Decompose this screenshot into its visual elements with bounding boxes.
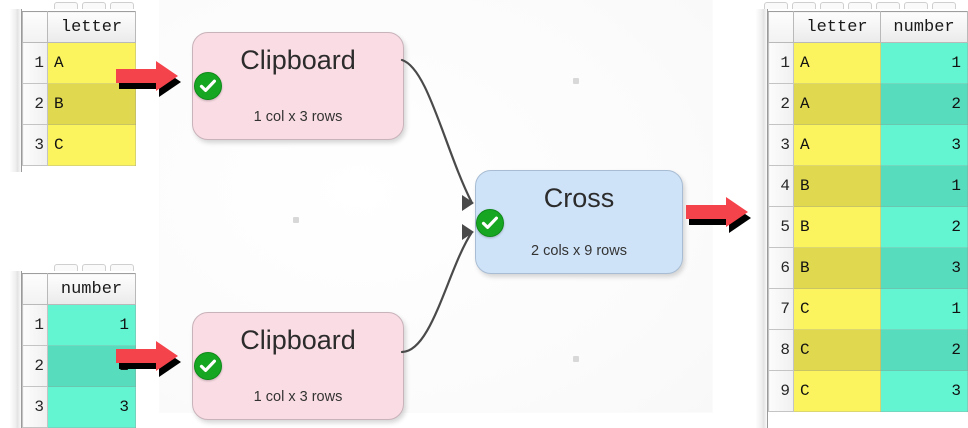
table-row[interactable]: 6 B 3 bbox=[768, 247, 968, 289]
column-header-letter[interactable]: letter bbox=[47, 11, 136, 43]
column-header-number[interactable]: number bbox=[47, 273, 136, 305]
arrow-to-clipboard-bottom bbox=[116, 338, 194, 390]
row-number: 3 bbox=[22, 124, 48, 166]
grid-dot bbox=[573, 78, 579, 84]
scroll-gutter[interactable] bbox=[756, 9, 768, 428]
cell-letter[interactable]: A bbox=[793, 42, 881, 84]
table-row[interactable]: 2 B bbox=[22, 83, 136, 125]
cell-number[interactable]: 1 bbox=[47, 304, 136, 346]
green-check-icon bbox=[194, 352, 222, 380]
table-header-row: number bbox=[22, 273, 136, 305]
number-input-table-panel[interactable]: number 1 1 2 2 3 3 bbox=[0, 262, 136, 428]
grid-dot bbox=[293, 217, 299, 223]
cell-letter[interactable]: C bbox=[793, 370, 881, 412]
row-number: 8 bbox=[768, 329, 794, 371]
cell-number[interactable]: 2 bbox=[880, 83, 968, 125]
cell-letter[interactable]: B bbox=[793, 206, 881, 248]
column-header-letter[interactable]: letter bbox=[793, 11, 881, 43]
table-row[interactable]: 5 B 2 bbox=[768, 206, 968, 248]
table-header-row: letter number bbox=[768, 11, 968, 43]
toolbar-strip-clipped bbox=[752, 0, 968, 9]
cell-number[interactable]: 3 bbox=[47, 386, 136, 428]
row-number: 2 bbox=[22, 83, 48, 125]
input-port-arrow-1[interactable] bbox=[462, 195, 474, 211]
cell-letter[interactable]: A bbox=[793, 124, 881, 166]
arrow-to-clipboard-top bbox=[116, 58, 194, 110]
cell-letter[interactable]: B bbox=[793, 247, 881, 289]
corner-header bbox=[768, 11, 794, 43]
cell-letter[interactable]: C bbox=[793, 288, 881, 330]
table-row[interactable]: 3 3 bbox=[22, 386, 136, 428]
table-row[interactable]: 1 1 bbox=[22, 304, 136, 346]
node-subtitle: 1 col x 3 rows bbox=[253, 389, 343, 405]
toolbar-strip-clipped bbox=[0, 262, 136, 271]
row-number: 7 bbox=[768, 288, 794, 330]
green-check-icon bbox=[194, 72, 222, 100]
node-cross[interactable]: Cross 2 cols x 9 rows bbox=[475, 170, 683, 274]
table-row[interactable]: 7 C 1 bbox=[768, 288, 968, 330]
row-number: 1 bbox=[768, 42, 794, 84]
row-number: 3 bbox=[768, 124, 794, 166]
table-row[interactable]: 1 A 1 bbox=[768, 42, 968, 84]
cell-letter[interactable]: B bbox=[793, 165, 881, 207]
node-subtitle: 2 cols x 9 rows bbox=[531, 243, 627, 259]
column-header-number[interactable]: number bbox=[880, 11, 968, 43]
node-title: Clipboard bbox=[240, 325, 356, 355]
table-row[interactable]: 3 A 3 bbox=[768, 124, 968, 166]
number-input-table[interactable]: number 1 1 2 2 3 3 bbox=[22, 273, 136, 428]
toolbar-strip-clipped bbox=[0, 0, 136, 9]
cell-number[interactable]: 2 bbox=[880, 206, 968, 248]
row-number: 2 bbox=[768, 83, 794, 125]
cross-output-table[interactable]: letter number 1 A 1 2 A 2 3 A 3 4 B bbox=[768, 11, 968, 412]
cell-number[interactable]: 3 bbox=[880, 370, 968, 412]
cell-number[interactable]: 1 bbox=[880, 42, 968, 84]
arrow-from-cross-output bbox=[686, 194, 764, 246]
row-number: 5 bbox=[768, 206, 794, 248]
row-number: 1 bbox=[22, 42, 48, 84]
table-header-row: letter bbox=[22, 11, 136, 43]
cell-number[interactable]: 2 bbox=[880, 329, 968, 371]
table-row[interactable]: 3 C bbox=[22, 124, 136, 166]
cell-letter[interactable]: C bbox=[793, 329, 881, 371]
corner-header bbox=[22, 11, 48, 43]
node-clipboard-bottom[interactable]: Clipboard 1 col x 3 rows bbox=[192, 312, 404, 420]
cell-letter[interactable]: A bbox=[793, 83, 881, 125]
cell-number[interactable]: 3 bbox=[880, 124, 968, 166]
cell-number[interactable]: 1 bbox=[880, 288, 968, 330]
table-row[interactable]: 2 A 2 bbox=[768, 83, 968, 125]
row-number: 4 bbox=[768, 165, 794, 207]
node-clipboard-top[interactable]: Clipboard 1 col x 3 rows bbox=[192, 32, 404, 140]
row-number: 9 bbox=[768, 370, 794, 412]
table-row[interactable]: 4 B 1 bbox=[768, 165, 968, 207]
node-title: Clipboard bbox=[240, 45, 356, 75]
cross-output-table-panel[interactable]: letter number 1 A 1 2 A 2 3 A 3 4 B bbox=[752, 0, 968, 428]
table-row[interactable]: 9 C 3 bbox=[768, 370, 968, 412]
cell-number[interactable]: 3 bbox=[880, 247, 968, 289]
table-row[interactable]: 8 C 2 bbox=[768, 329, 968, 371]
node-subtitle: 1 col x 3 rows bbox=[253, 109, 343, 125]
corner-header bbox=[22, 273, 48, 305]
cell-letter[interactable]: B bbox=[47, 83, 136, 125]
row-number: 6 bbox=[768, 247, 794, 289]
row-number: 2 bbox=[22, 345, 48, 387]
scroll-gutter[interactable] bbox=[10, 9, 22, 172]
row-number: 3 bbox=[22, 386, 48, 428]
green-check-icon bbox=[476, 209, 504, 237]
row-number: 1 bbox=[22, 304, 48, 346]
grid-dot bbox=[573, 356, 579, 362]
scroll-gutter[interactable] bbox=[10, 271, 22, 428]
cell-number[interactable]: 1 bbox=[880, 165, 968, 207]
input-port-arrow-2[interactable] bbox=[462, 224, 474, 240]
flow-canvas[interactable]: Clipboard 1 col x 3 rows Clipboard 1 col… bbox=[160, 0, 712, 420]
cell-letter[interactable]: C bbox=[47, 124, 136, 166]
node-title: Cross bbox=[543, 183, 615, 213]
